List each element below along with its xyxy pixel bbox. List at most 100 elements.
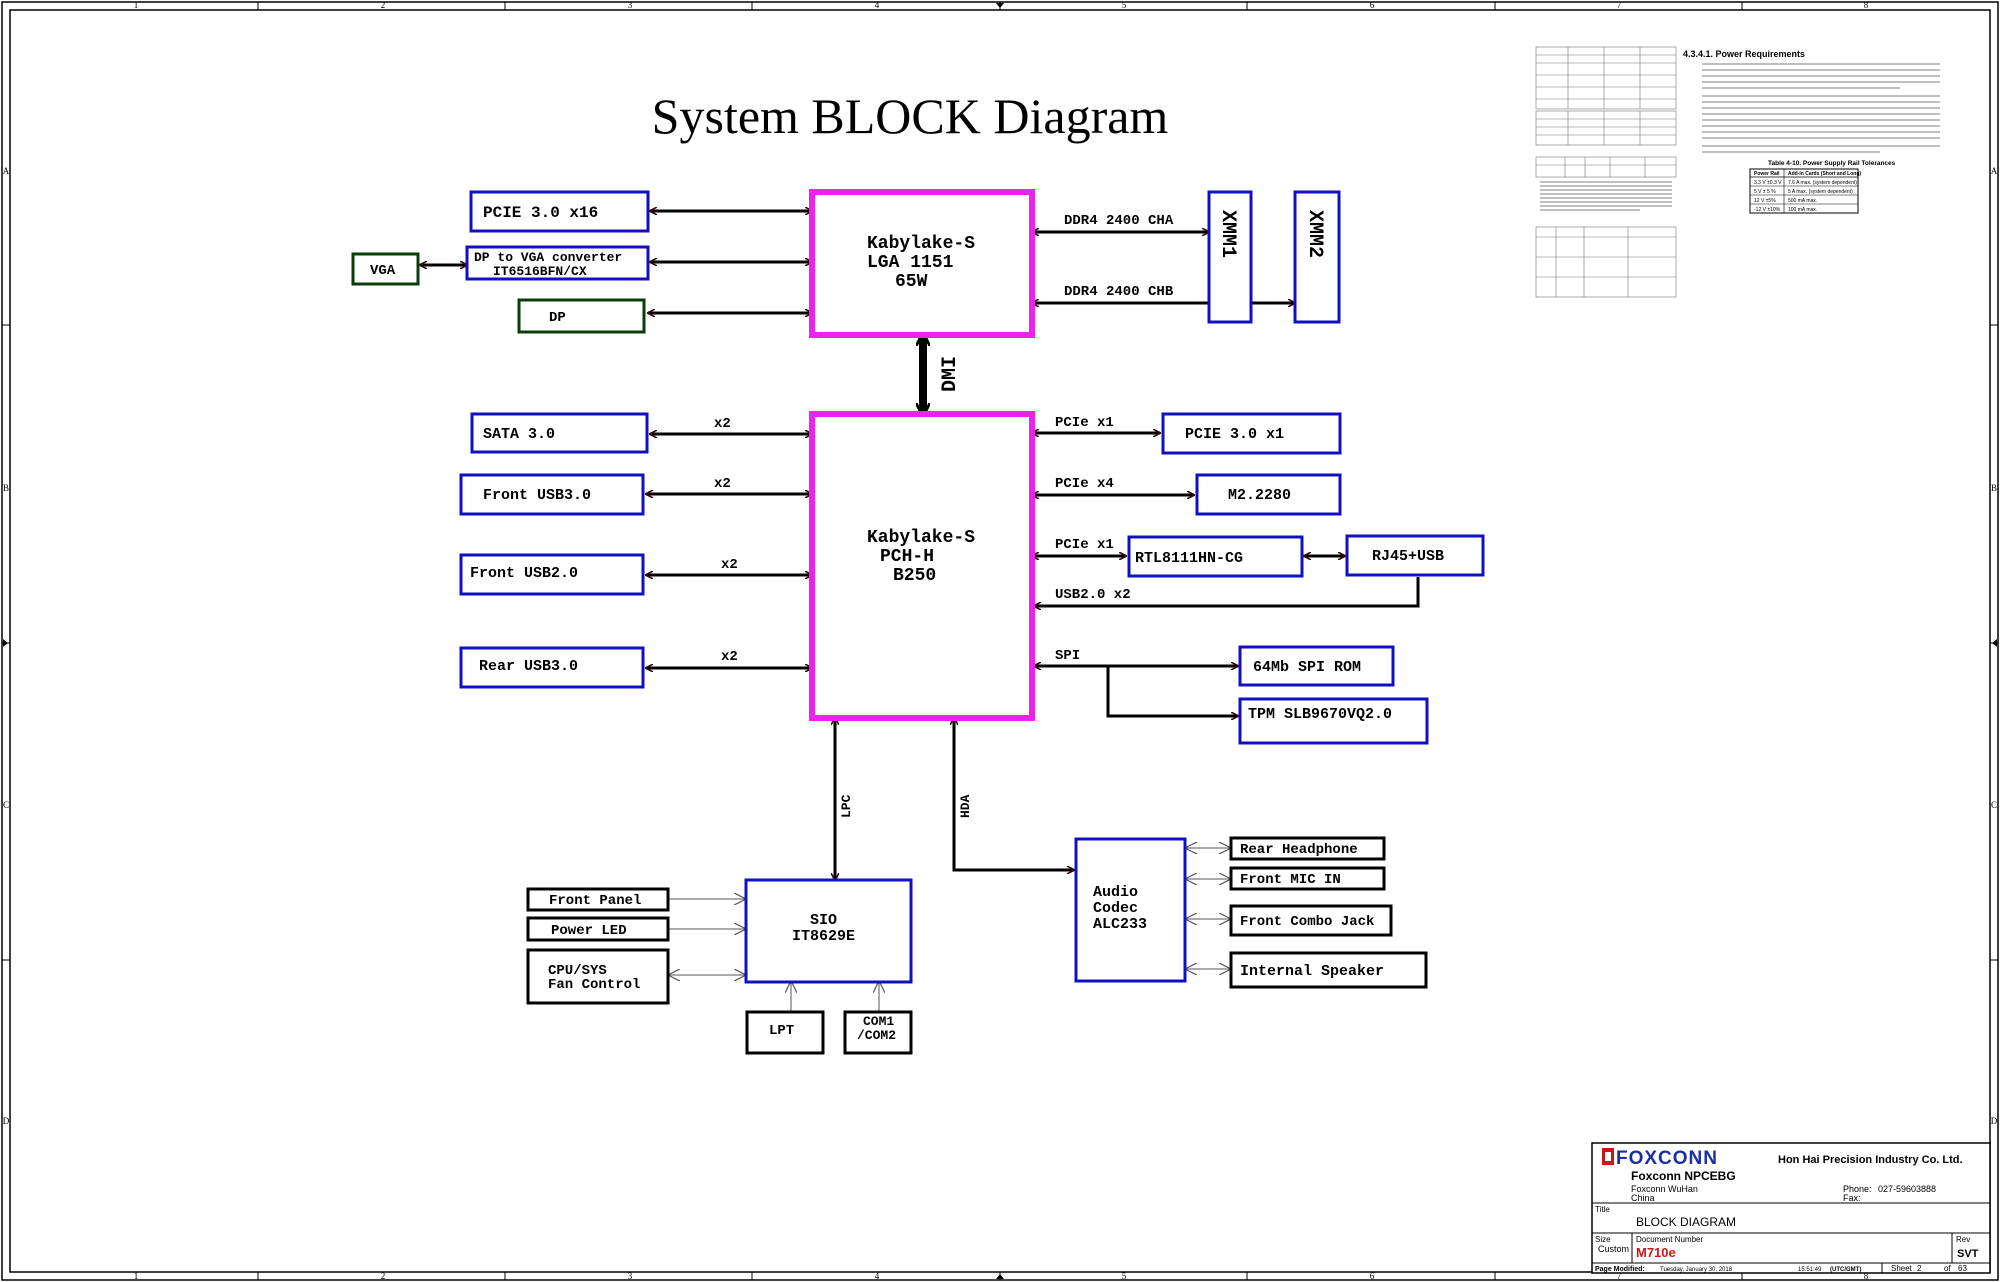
modified-label: Page Modified: <box>1595 1266 1645 1273</box>
pcie16-slot: PCIE 3.0 x16 <box>469 190 650 233</box>
com-port: COM1 /COM2 <box>843 1010 913 1055</box>
svg-text:64Mb SPI ROM: 64Mb SPI ROM <box>1253 659 1361 676</box>
company-name: Hon Hai Precision Industry Co. Ltd. <box>1778 1154 1963 1166</box>
grid-row-label: A <box>1991 166 1998 176</box>
vga-port: VGA <box>351 252 420 286</box>
site-line-1: Foxconn WuHan <box>1631 1184 1698 1194</box>
fax-label: Fax: <box>1843 1193 1861 1203</box>
svg-text:VGA: VGA <box>370 263 396 279</box>
grid-col-label: 6 <box>1370 0 1375 10</box>
table-cell: 7.6 A max. (system dependent) <box>1788 180 1857 186</box>
svg-text:Kabylake-S: Kabylake-S <box>867 234 975 254</box>
svg-text:Rear Headphone: Rear Headphone <box>1240 842 1358 858</box>
label-x2-rear-usb3: x2 <box>721 649 738 665</box>
size-value: Custom <box>1598 1244 1629 1254</box>
grid-col-label: 1 <box>134 0 139 10</box>
grid-col-label: 5 <box>1122 1271 1127 1281</box>
title-label: Title <box>1595 1205 1610 1214</box>
grid-col-label: 5 <box>1122 0 1127 10</box>
grid-row-label: A <box>3 166 10 176</box>
svg-text:Front MIC IN: Front MIC IN <box>1240 872 1341 888</box>
svg-text:Front USB2.0: Front USB2.0 <box>470 565 578 582</box>
label-pcie-x1-lan: PCIe x1 <box>1055 537 1114 553</box>
lpt-port: LPT <box>745 1010 825 1055</box>
grid-row-label: C <box>1991 800 1997 810</box>
m2-slot: M2.2280 <box>1195 473 1342 516</box>
tpm-module: TPM SLB9670VQ2.0 <box>1238 697 1429 745</box>
svg-text:PCH-H: PCH-H <box>880 547 934 567</box>
sheet-label: Sheet <box>1891 1264 1913 1273</box>
label-spi: SPI <box>1055 648 1080 664</box>
spec-thumbnail-tables <box>1535 46 1677 298</box>
grid-row-label: B <box>3 483 9 493</box>
svg-text:RJ45+USB: RJ45+USB <box>1372 548 1444 565</box>
svg-text:Internal Speaker: Internal Speaker <box>1240 963 1384 980</box>
grid-col-label: 3 <box>628 0 633 10</box>
diagram-title: System BLOCK Diagram <box>652 88 1169 144</box>
label-pcie-x1: PCIe x1 <box>1055 415 1114 431</box>
svg-text:M2.2280: M2.2280 <box>1228 487 1291 504</box>
svg-text:Power LED: Power LED <box>551 923 627 939</box>
svg-text:PCIE 3.0 x1: PCIE 3.0 x1 <box>1185 426 1284 443</box>
table-cell: 100 mA max. <box>1788 207 1817 213</box>
svg-text:SATA 3.0: SATA 3.0 <box>483 426 555 443</box>
svg-text:ALC233: ALC233 <box>1093 916 1147 933</box>
svg-text:DP to VGA converter: DP to VGA converter <box>474 250 622 265</box>
rear-usb3-port: Rear USB3.0 <box>459 646 645 689</box>
table-cell: 5 V ± 5 % <box>1754 189 1776 195</box>
tz-value: (UTC/GMT) <box>1830 1267 1861 1273</box>
grid-col-label: 2 <box>381 0 386 10</box>
svg-text:Rear USB3.0: Rear USB3.0 <box>479 658 578 675</box>
grid-col-label: 7 <box>1617 1271 1622 1281</box>
svg-text:PCIE 3.0 x16: PCIE 3.0 x16 <box>483 204 598 222</box>
grid-row-label: C <box>3 800 9 810</box>
grid-col-label: 6 <box>1370 1271 1375 1281</box>
grid-row-label: D <box>3 1116 10 1126</box>
table-header: Power Rail <box>1754 171 1780 177</box>
table-cell: 5 A max. (system dependent) <box>1788 189 1853 195</box>
modified-value: Tuesday, January 30, 2018 <box>1660 1267 1733 1273</box>
label-dmi: DMI <box>939 356 962 392</box>
table-cell: -12 V ±10% <box>1754 207 1781 213</box>
time-value: 15:51:49 <box>1798 1267 1822 1273</box>
power-rail-table: Power Rail Add-in Cards (Short and Long)… <box>1749 168 1861 214</box>
svg-text:DP: DP <box>549 310 566 326</box>
site-line-2: China <box>1631 1193 1655 1203</box>
svg-text:Kabylake-S: Kabylake-S <box>867 528 975 548</box>
lan-controller: RTL8111HN-CG <box>1127 535 1304 578</box>
front-mic-jack: Front MIC IN <box>1229 866 1386 891</box>
grid-row-label: B <box>1991 483 1997 493</box>
connections <box>420 211 1420 880</box>
label-chb: DDR4 2400 CHB <box>1064 284 1174 300</box>
front-usb3-port: Front USB3.0 <box>459 473 645 516</box>
grid-col-label: 1 <box>134 1271 139 1281</box>
svg-text:LPT: LPT <box>769 1023 794 1039</box>
svg-text:TPM SLB9670VQ2.0: TPM SLB9670VQ2.0 <box>1248 706 1392 723</box>
foxconn-logo-text: FOXCONN <box>1616 1148 1718 1169</box>
svg-text:B250: B250 <box>893 566 936 586</box>
wire-tpm <box>1106 666 1238 716</box>
dp-vga-converter: DP to VGA converter IT6516BFN/CX <box>465 245 650 281</box>
spec-thumbnail-text <box>1540 63 1940 211</box>
front-panel-header: Front Panel <box>526 887 670 912</box>
spec-heading: 4.3.4.1. Power Requirements <box>1683 49 1805 59</box>
grid-col-label: 4 <box>875 1271 880 1281</box>
dp-port: DP <box>517 298 646 334</box>
table-cell: 500 mA max. <box>1788 198 1817 204</box>
label-hda: HDA <box>958 794 973 818</box>
svg-text:IT8629E: IT8629E <box>792 928 855 945</box>
svg-text:Fan Control: Fan Control <box>548 977 640 993</box>
label-cha: DDR4 2400 CHA <box>1064 213 1174 229</box>
spi-rom: 64Mb SPI ROM <box>1238 645 1395 687</box>
cpu-block: Kabylake-S LGA 1151 65W <box>809 189 1035 338</box>
wire-usb2 <box>1034 577 1420 606</box>
pcie1-slot: PCIE 3.0 x1 <box>1161 412 1342 455</box>
front-usb2-port: Front USB2.0 <box>459 553 645 596</box>
label-lpc: LPC <box>839 794 854 818</box>
pch-block: Kabylake-S PCH-H B250 <box>809 411 1035 721</box>
spec-table-caption: Table 4-10. Power Supply Rail Tolerances <box>1768 160 1896 167</box>
label-x2-sata: x2 <box>714 416 731 432</box>
io-connections <box>669 848 1230 1012</box>
